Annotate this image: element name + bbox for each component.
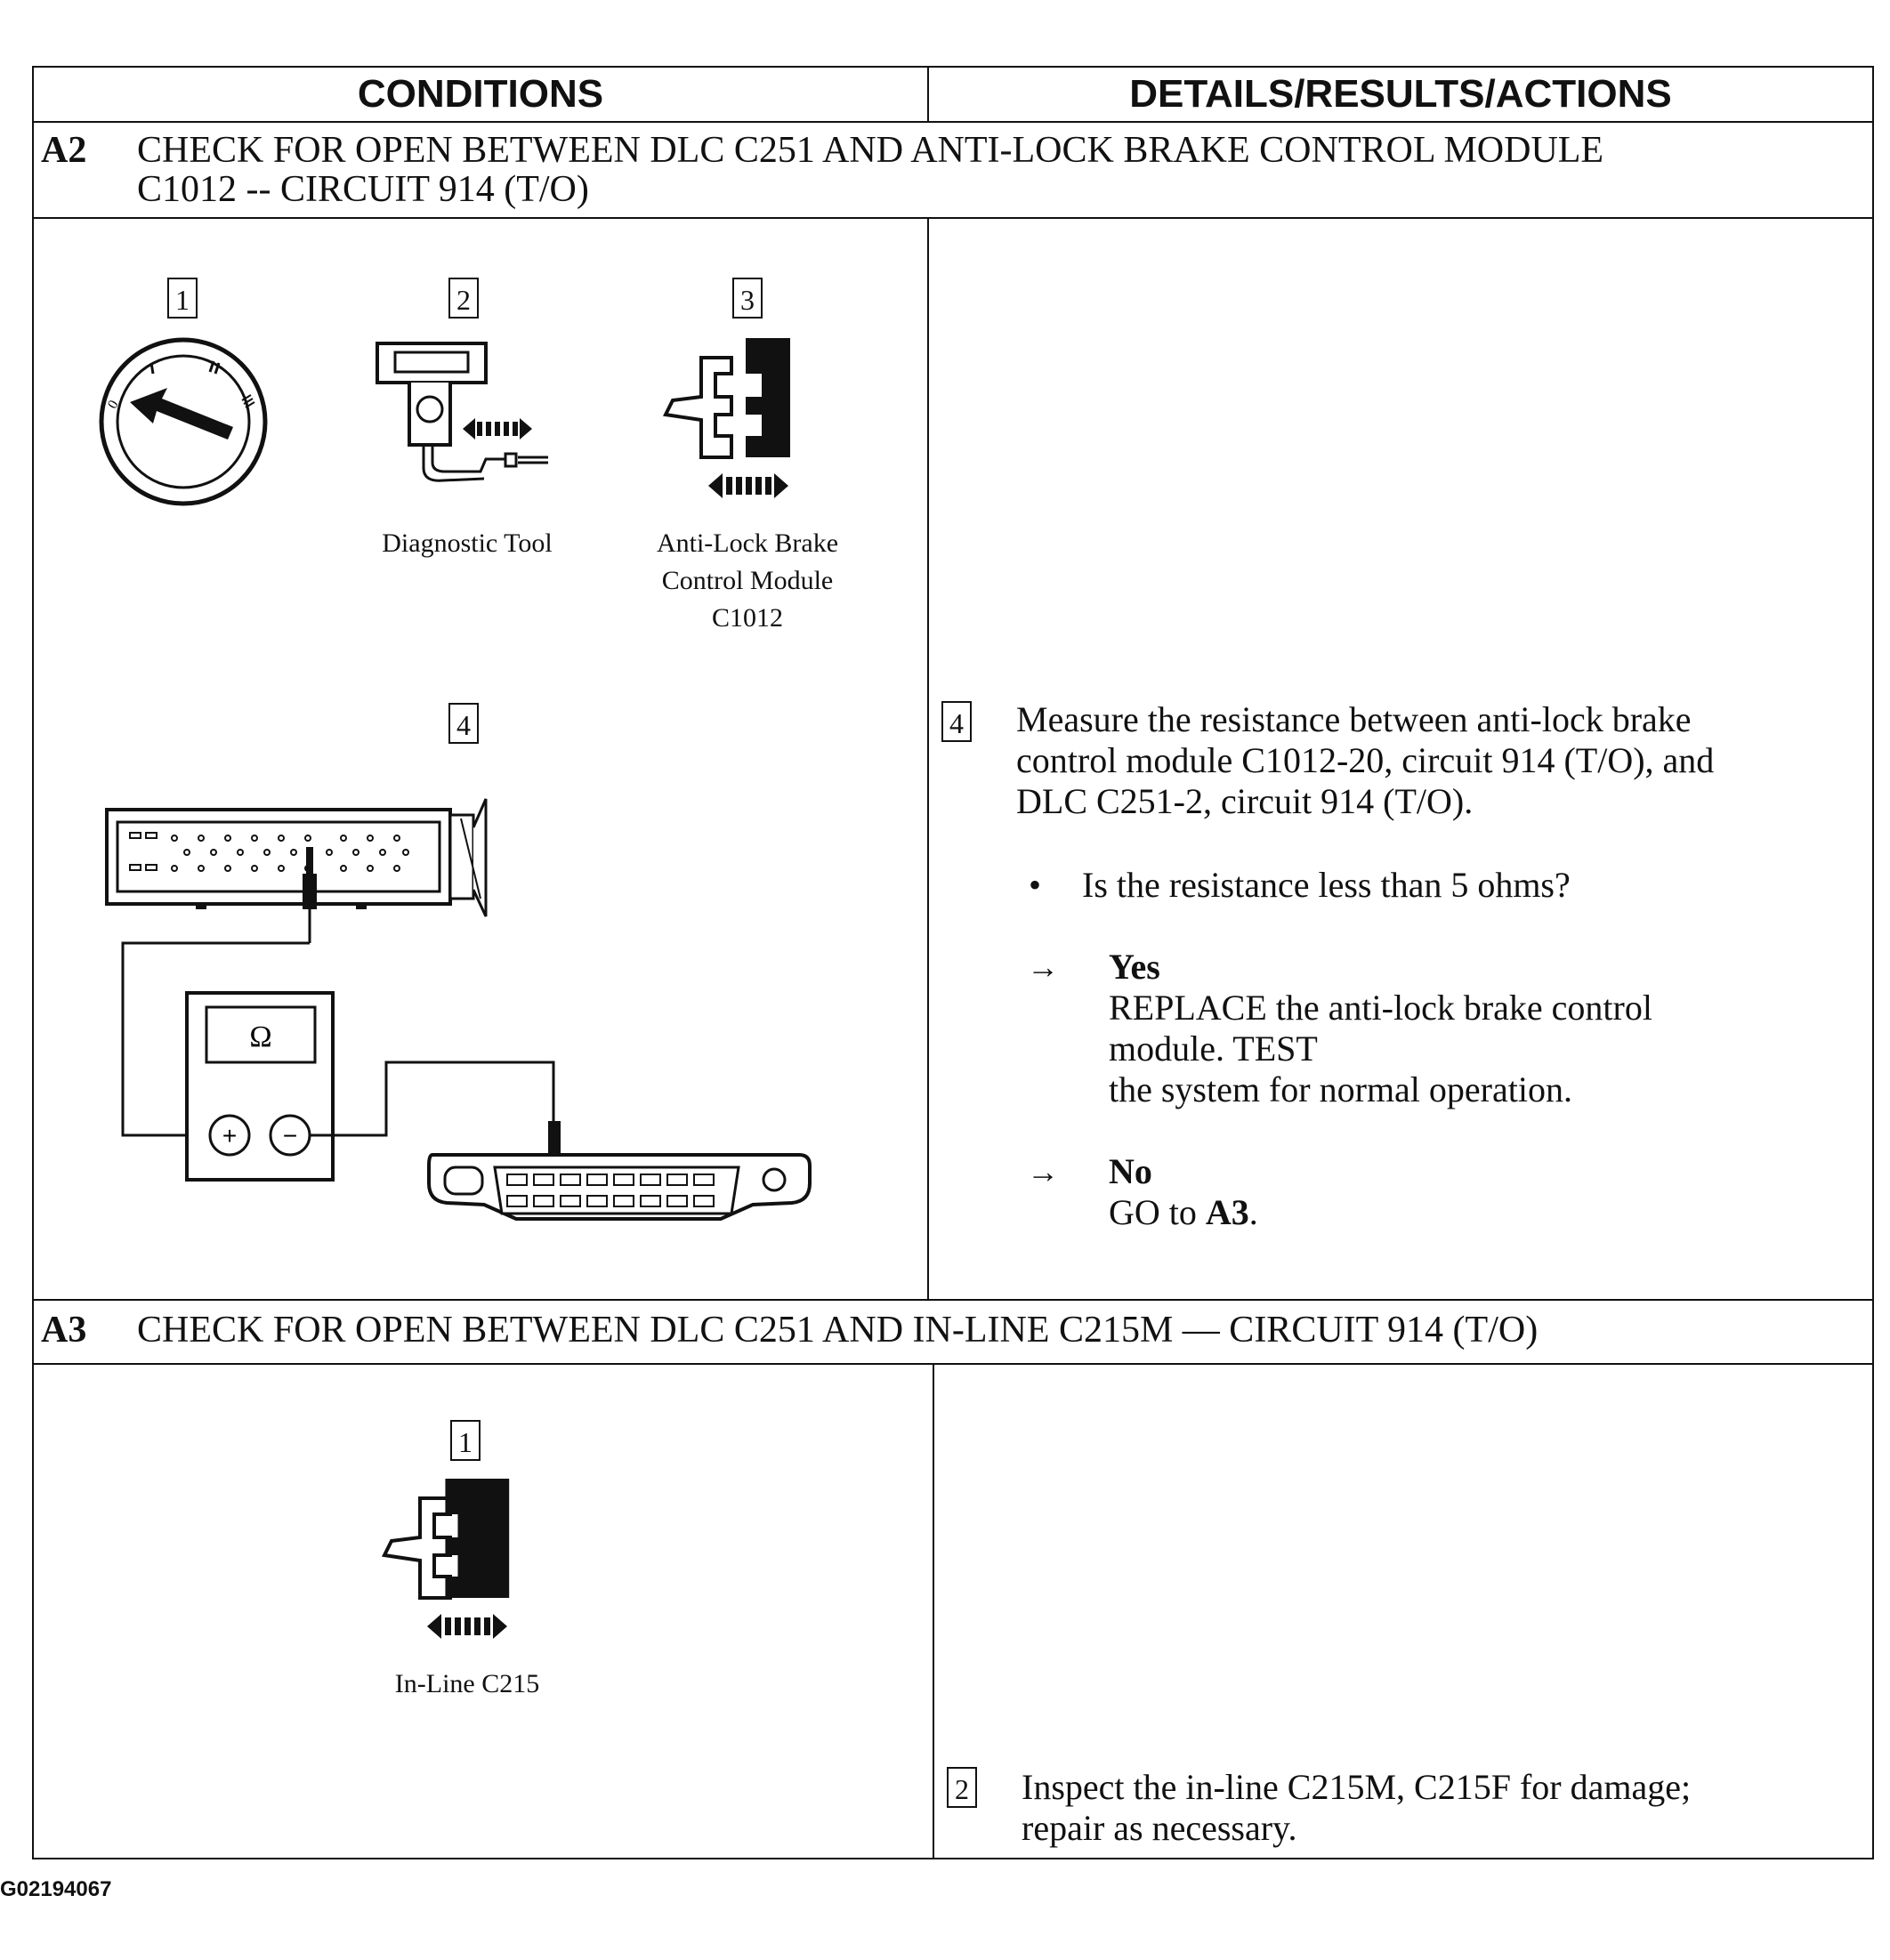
- details-header: DETAILS/RESULTS/ACTIONS: [1129, 72, 1672, 116]
- a3-step-id: A3: [41, 1310, 87, 1351]
- a2-figure-3-caption-line1: Anti-Lock Brake: [656, 528, 839, 558]
- a2-title-rule: [34, 217, 1872, 219]
- diagnostic-tool-icon: [376, 342, 548, 482]
- a2-figure-3-caption-line3: C1012: [711, 603, 783, 633]
- a3-reference-link: A3: [1205, 1192, 1249, 1232]
- a2-figure-4-number: 4: [448, 703, 479, 744]
- a2-action-line2: control module C1012-20, circuit 914 (T/…: [1016, 740, 1715, 780]
- a3-action-line1: Inspect the in-line C215M, C215F for dam…: [1022, 1767, 1692, 1807]
- a2-title: A2 CHECK FOR OPEN BETWEEN DLC C251 AND A…: [41, 130, 1856, 215]
- yes-arrow-icon: →: [1027, 949, 1059, 985]
- a2-no-label: No: [1109, 1151, 1152, 1191]
- connector-icon-inline: [381, 1479, 510, 1639]
- a2-figure-3-caption-line2: Control Module: [661, 566, 834, 595]
- a2-yes-line2: module. TEST: [1109, 1028, 1318, 1069]
- header-rule: [34, 121, 1872, 123]
- a2-figure-3-number: 3: [732, 278, 763, 319]
- a2-yes-label: Yes: [1109, 947, 1160, 987]
- a2-question: Is the resistance less than 5 ohms?: [1082, 865, 1571, 905]
- a2-no-line: GO to A3.: [1109, 1192, 1258, 1232]
- a3-title-rule: [34, 1363, 1872, 1365]
- column-divider-a2: [927, 219, 929, 1299]
- a2-figure-3-caption: Anti-Lock Brake Control Module C1012: [623, 525, 872, 637]
- a2-yes-line1: REPLACE the anti-lock brake control: [1109, 988, 1652, 1028]
- a3-figure-1-caption: In-Line C215: [394, 1669, 540, 1698]
- ohm-symbol: Ω: [249, 1020, 271, 1053]
- column-divider-top: [927, 68, 929, 121]
- a3-action-line2: repair as necessary.: [1022, 1808, 1297, 1848]
- a2-no-block: No GO to A3.: [1109, 1151, 1838, 1233]
- a3-title-line1: CHECK FOR OPEN BETWEEN DLC C251 AND IN-L…: [137, 1310, 1539, 1351]
- a3-action-number: 2: [947, 1767, 977, 1808]
- a2-action-line1: Measure the resistance between anti-lock…: [1016, 699, 1692, 739]
- a2-title-line1: CHECK FOR OPEN BETWEEN DLC C251 AND ANTI…: [137, 130, 1604, 171]
- a2-action-text: Measure the resistance between anti-lock…: [1016, 699, 1835, 822]
- column-divider-a3: [933, 1365, 934, 1859]
- plus-terminal: +: [222, 1122, 237, 1149]
- conditions-header: CONDITIONS: [357, 72, 604, 116]
- no-arrow-icon: →: [1027, 1154, 1059, 1190]
- a2-figure-2-caption: Diagnostic Tool: [382, 528, 553, 558]
- procedure-table: CONDITIONS DETAILS/RESULTS/ACTIONS A2 CH…: [32, 66, 1874, 1859]
- connector-icon-module: [662, 338, 790, 498]
- a3-figure-1-number: 1: [450, 1420, 481, 1461]
- a2-action-number: 4: [941, 701, 972, 742]
- a2-title-line2: C1012 -- CIRCUIT 914 (T/O): [137, 169, 589, 210]
- a2-yes-block: Yes REPLACE the anti-lock brake control …: [1109, 947, 1838, 1110]
- a2-step-id: A2: [41, 130, 87, 171]
- ignition-switch-icon: 0: [99, 337, 268, 506]
- a2-figure-2-number: 2: [448, 278, 479, 319]
- ohmmeter-wiring-diagram: Ω + −: [105, 798, 812, 1221]
- minus-terminal: −: [283, 1122, 297, 1149]
- a2-yes-line3: the system for normal operation.: [1109, 1069, 1572, 1109]
- a2-figure-1-number: 1: [167, 278, 198, 319]
- a3-title: A3 CHECK FOR OPEN BETWEEN DLC C251 AND I…: [41, 1310, 1856, 1354]
- a2-action-line3: DLC C251-2, circuit 914 (T/O).: [1016, 781, 1474, 821]
- a3-action-text: Inspect the in-line C215M, C215F for dam…: [1022, 1767, 1840, 1849]
- bullet-icon: •: [1029, 865, 1042, 905]
- a3-top-rule: [34, 1299, 1872, 1301]
- figure-code: G02194067: [0, 1877, 112, 1901]
